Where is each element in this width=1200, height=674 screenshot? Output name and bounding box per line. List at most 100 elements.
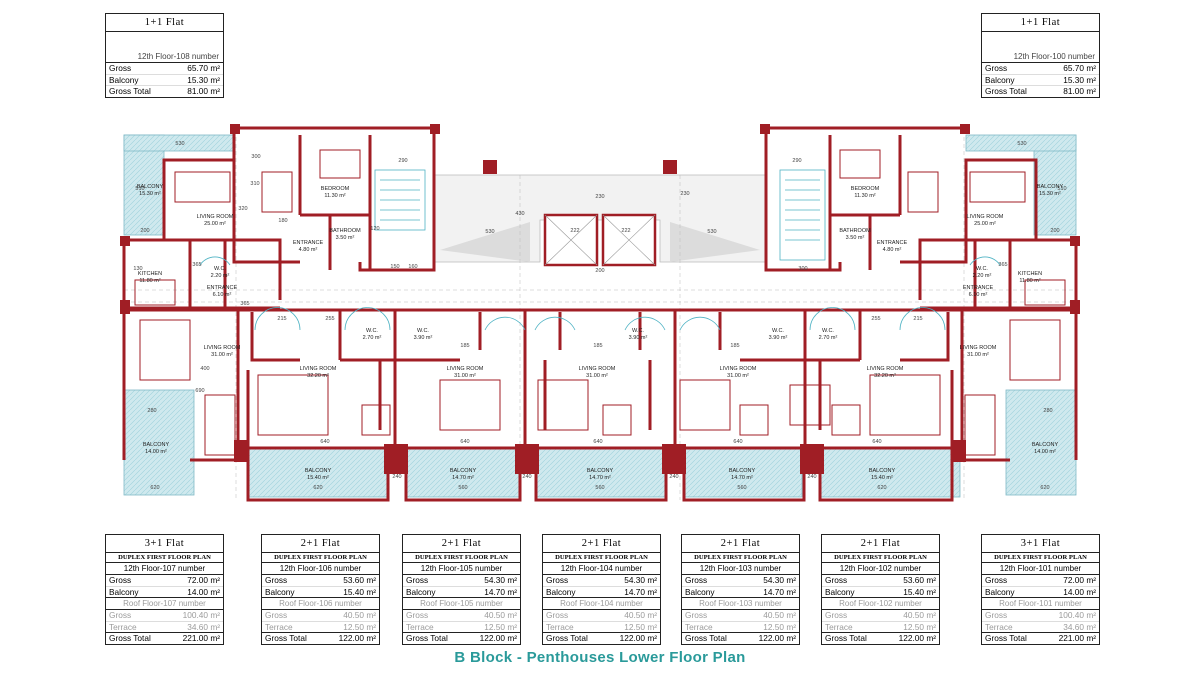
room-label: BALCONY — [450, 468, 477, 474]
stairs — [199, 169, 1001, 331]
svg-text:510: 510 — [1057, 186, 1066, 192]
room-area: 11.80 m² — [1019, 278, 1040, 284]
room-area: 11.30 m² — [324, 193, 345, 199]
svg-text:290: 290 — [398, 158, 407, 164]
unit-roof-floor: Roof Floor-105 number — [403, 598, 520, 610]
room-label: BATHROOM — [329, 228, 361, 234]
room-label: BEDROOM — [321, 186, 350, 192]
svg-text:255: 255 — [325, 316, 334, 322]
room-area: 3.90 m² — [414, 335, 433, 341]
room-area: 3.90 m² — [629, 335, 648, 341]
room-label: LIVING ROOM — [300, 366, 337, 372]
room-area: 2.20 m² — [973, 273, 992, 279]
room-area: 32.20 m² — [307, 373, 329, 379]
room-label: KITCHEN — [1018, 271, 1042, 277]
room-label: LIVING ROOM — [204, 345, 241, 351]
room-area: 14.70 m² — [589, 475, 611, 481]
unit-floor: 12th Floor-102 number — [822, 563, 939, 575]
unit-roof-floor: Roof Floor-107 number — [106, 598, 223, 610]
svg-text:280: 280 — [147, 408, 156, 414]
room-area: 15.40 m² — [307, 475, 329, 481]
room-area: 32.20 m² — [874, 373, 896, 379]
svg-text:120: 120 — [370, 226, 379, 232]
room-area: 6.10 m² — [213, 292, 232, 298]
unit-floor: 12th Floor-100 number — [1013, 52, 1095, 61]
svg-text:365: 365 — [998, 262, 1007, 268]
svg-text:185: 185 — [730, 343, 739, 349]
svg-text:185: 185 — [593, 343, 602, 349]
svg-text:230: 230 — [680, 191, 689, 197]
svg-text:530: 530 — [485, 229, 494, 235]
unit-title: 2+1 Flat — [682, 535, 799, 553]
svg-text:300: 300 — [251, 154, 260, 160]
room-label: ENTRANCE — [963, 285, 994, 291]
svg-text:400: 400 — [200, 366, 209, 372]
unit-subtitle: DUPLEX FIRST FLOOR PLAN — [982, 553, 1099, 563]
svg-text:200: 200 — [140, 228, 149, 234]
room-label: W.C. — [772, 328, 784, 334]
room-area: 4.80 m² — [883, 247, 902, 253]
room-area: 3.90 m² — [769, 335, 788, 341]
svg-text:180: 180 — [278, 218, 287, 224]
room-label: W.C. — [366, 328, 378, 334]
unit-floor: 12th Floor-101 number — [982, 563, 1099, 575]
room-area: 15.30 m² — [1039, 191, 1061, 197]
room-label: BATHROOM — [839, 228, 871, 234]
svg-text:365: 365 — [192, 262, 201, 268]
room-label: KITCHEN — [138, 271, 162, 277]
svg-text:640: 640 — [872, 439, 881, 445]
dimension-labels: 530 510 200 300 310 320 180 290 120 150 … — [133, 141, 1066, 491]
unit-subtitle: DUPLEX FIRST FLOOR PLAN — [543, 553, 660, 563]
room-label: ENTRANCE — [293, 240, 324, 246]
svg-text:620: 620 — [1040, 485, 1049, 491]
svg-text:640: 640 — [460, 439, 469, 445]
room-area: 2.70 m² — [819, 335, 838, 341]
svg-text:320: 320 — [238, 206, 247, 212]
unit-roof-floor: Roof Floor-102 number — [822, 598, 939, 610]
svg-text:150: 150 — [390, 264, 399, 270]
svg-text:240: 240 — [807, 474, 816, 480]
room-area: 14.00 m² — [145, 449, 167, 455]
svg-text:230: 230 — [595, 194, 604, 200]
unit-roof-floor: Roof Floor-106 number — [262, 598, 379, 610]
unit-floor: 12th Floor-106 number — [262, 563, 379, 575]
svg-text:530: 530 — [1017, 141, 1026, 147]
room-area: 14.70 m² — [452, 475, 474, 481]
room-label: BALCONY — [137, 184, 164, 190]
svg-text:200: 200 — [1050, 228, 1059, 234]
room-label: W.C. — [214, 266, 226, 272]
unit-title: 3+1 Flat — [106, 535, 223, 553]
balcony-areas — [123, 134, 1077, 498]
svg-text:185: 185 — [460, 343, 469, 349]
core-shaft — [434, 160, 766, 267]
svg-text:310: 310 — [250, 181, 259, 187]
room-area: 31.00 m² — [586, 373, 608, 379]
svg-text:510: 510 — [135, 186, 144, 192]
room-area: 31.00 m² — [967, 352, 989, 358]
room-label: LIVING ROOM — [447, 366, 484, 372]
